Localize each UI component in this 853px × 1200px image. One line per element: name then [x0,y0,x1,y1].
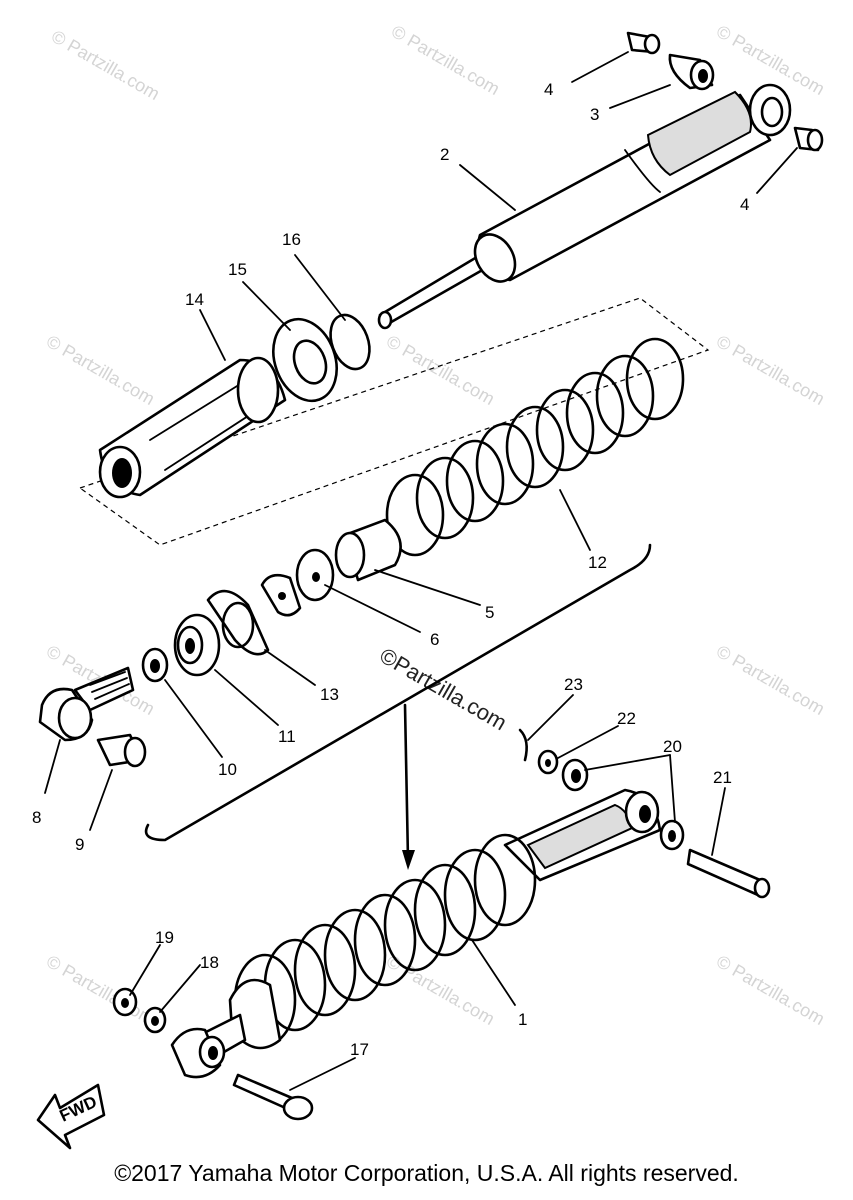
callout-18: 18 [200,953,219,972]
callout-4-right: 4 [740,195,749,214]
part-11-adjuster[interactable] [173,613,221,677]
callout-20: 20 [663,737,682,756]
part-5-bump-stop[interactable] [334,518,402,582]
copyright-notice: ©2017 Yamaha Motor Corporation, U.S.A. A… [114,1160,739,1186]
callout-1: 1 [518,1010,527,1029]
svg-text:© Partzilla.com: © Partzilla.com [388,21,503,99]
callout-3: 3 [590,105,599,124]
callout-8: 8 [32,808,41,827]
part-1-assembled-shock[interactable] [170,788,662,1079]
callout-15: 15 [228,260,247,279]
svg-text:© Partzilla.com: © Partzilla.com [43,331,158,409]
svg-text:© Partzilla.com: © Partzilla.com [43,951,158,1029]
part-17-bolt[interactable] [232,1073,314,1121]
callout-11: 11 [278,727,296,746]
svg-text:© Partzilla.com: © Partzilla.com [713,951,828,1029]
svg-text:© Partzilla.com: © Partzilla.com [713,331,828,409]
callout-9: 9 [75,835,84,854]
group-bracket [144,543,652,842]
part-21-pin[interactable] [686,848,771,899]
callout-2: 2 [440,145,449,164]
part-16-circlip[interactable] [324,310,377,375]
part-2-shock-body[interactable] [377,83,792,330]
part-8-lower-eye[interactable] [38,666,135,742]
callout-6: 6 [430,630,439,649]
callout-10: 10 [218,760,237,779]
assembly-arrow [402,703,415,870]
callout-14: 14 [185,290,204,309]
callout-17: 17 [350,1040,369,1059]
part-18-washer[interactable] [143,1006,167,1034]
part-20-washer-left[interactable] [561,758,589,792]
callout-23: 23 [564,675,583,694]
part-7-plate[interactable] [260,573,302,617]
svg-text:©Partzilla.com: ©Partzilla.com [376,643,512,736]
callout-5: 5 [485,603,494,622]
callout-4-top: 4 [544,80,553,99]
callout-12: 12 [588,553,607,572]
part-19-nut[interactable] [112,987,138,1017]
callout-13: 13 [320,685,339,704]
svg-text:© Partzilla.com: © Partzilla.com [713,641,828,719]
part-20-washer-right[interactable] [659,819,685,851]
part-10-nut[interactable] [141,647,169,683]
callout-19: 19 [155,928,174,947]
callout-16: 16 [282,230,301,249]
part-3-bushing[interactable] [668,53,715,91]
part-15-spring-seat[interactable] [262,310,347,409]
part-14-spring-guide[interactable] [98,356,287,499]
part-9-collar[interactable] [96,733,147,768]
dashed-group-box [78,297,710,546]
callout-21: 21 [713,768,732,787]
part-4-collar-top[interactable] [626,31,661,55]
fwd-arrow: FWD [36,1083,106,1150]
part-13-ring[interactable] [206,589,270,656]
callout-labels: 4 3 4 2 16 15 14 12 5 6 13 11 10 8 9 1 1… [32,80,749,1059]
part-4-collar-right[interactable] [793,126,824,152]
part-12-spring[interactable] [385,337,685,557]
part-6-washer[interactable] [295,548,335,602]
callout-22: 22 [617,709,636,728]
part-23-cotter-pin[interactable] [518,728,528,762]
part-22-washer[interactable] [537,749,559,775]
svg-text:© Partzilla.com: © Partzilla.com [48,26,163,104]
leader-lines [44,51,798,1091]
svg-text:© Partzilla.com: © Partzilla.com [383,331,498,409]
